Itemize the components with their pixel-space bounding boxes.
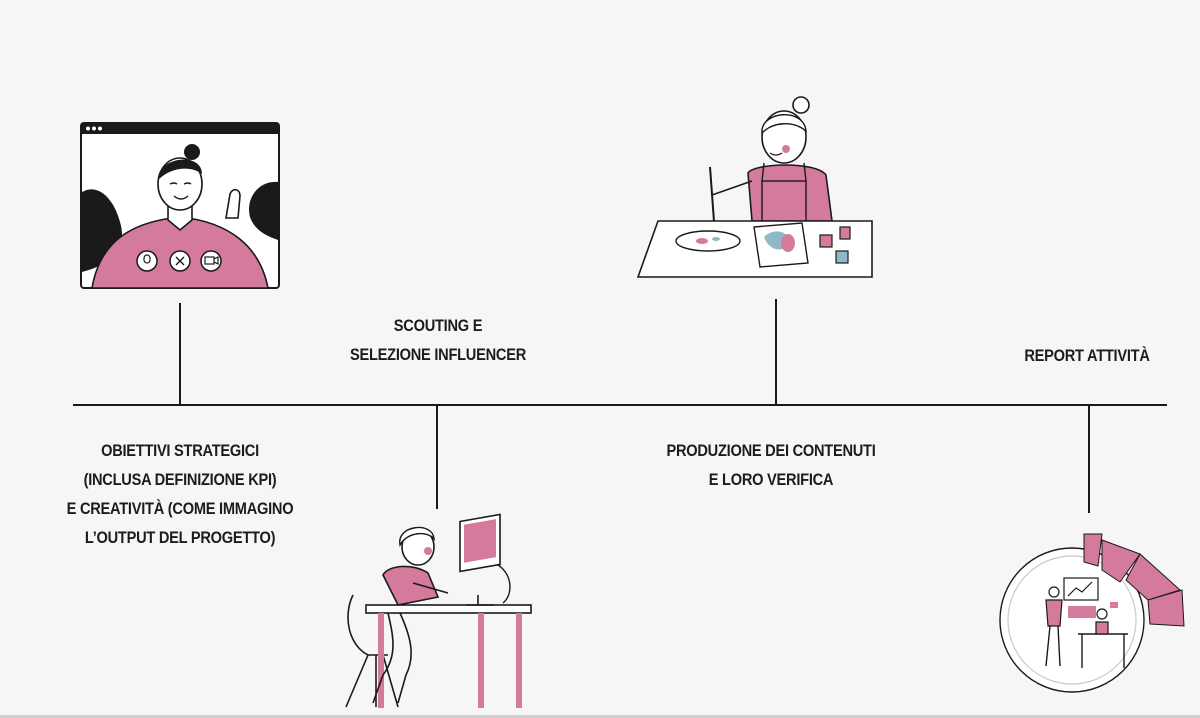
step-label-line: (INCLUSA DEFINIZIONE KPI) <box>83 470 277 489</box>
step-label-report: REPORT ATTIVITÀ <box>1001 341 1173 370</box>
connector-report <box>1088 405 1090 513</box>
step-label-produzione: PRODUZIONE DEI CONTENUTI E LORO VERIFICA <box>642 436 900 494</box>
step-label-line: E LORO VERIFICA <box>708 470 834 489</box>
woman-painting-icon <box>636 96 878 282</box>
step-label-line: L’OUTPUT DEL PROGETTO) <box>84 528 276 547</box>
step-label-line: OBIETTIVI STRATEGICI <box>101 441 259 460</box>
step-label-line: E CREATIVITÀ (COME IMMAGINO <box>66 499 294 518</box>
connector-produzione <box>775 299 777 405</box>
connector-obiettivi <box>179 303 181 405</box>
connector-scouting <box>436 405 438 509</box>
step-label-line: REPORT ATTIVITÀ <box>1024 346 1150 365</box>
step-label-line: SCOUTING E <box>393 316 483 335</box>
video-call-icon <box>80 122 280 290</box>
step-label-line: SELEZIONE INFLUENCER <box>350 345 526 364</box>
step-label-obiettivi: OBIETTIVI STRATEGICI (INCLUSA DEFINIZION… <box>51 436 309 552</box>
woman-at-computer-icon <box>338 513 538 710</box>
step-label-scouting: SCOUTING E SELEZIONE INFLUENCER <box>309 311 567 369</box>
report-chart-icon <box>998 530 1198 715</box>
bottom-border <box>0 715 1200 718</box>
step-label-line: PRODUZIONE DEI CONTENUTI <box>666 441 876 460</box>
timeline-axis <box>73 404 1167 406</box>
